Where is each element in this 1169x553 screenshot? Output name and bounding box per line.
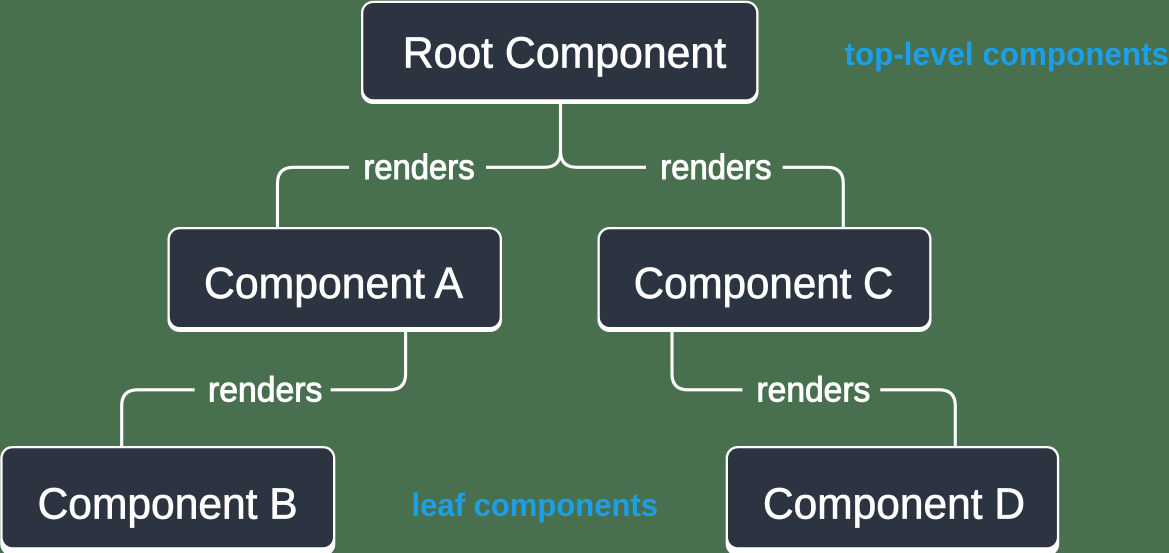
svg-text:Component D: Component D [763,479,1025,528]
svg-text:top-level components: top-level components [845,36,1169,72]
svg-text:renders: renders [757,371,871,410]
svg-text:Component B: Component B [38,479,298,528]
svg-text:Root Component: Root Component [403,29,726,78]
svg-text:Component A: Component A [204,259,464,308]
svg-text:renders: renders [363,148,474,187]
svg-text:Component C: Component C [634,259,894,308]
svg-text:renders: renders [660,148,771,187]
svg-text:renders: renders [208,371,322,410]
svg-text:leaf components: leaf components [412,487,659,523]
